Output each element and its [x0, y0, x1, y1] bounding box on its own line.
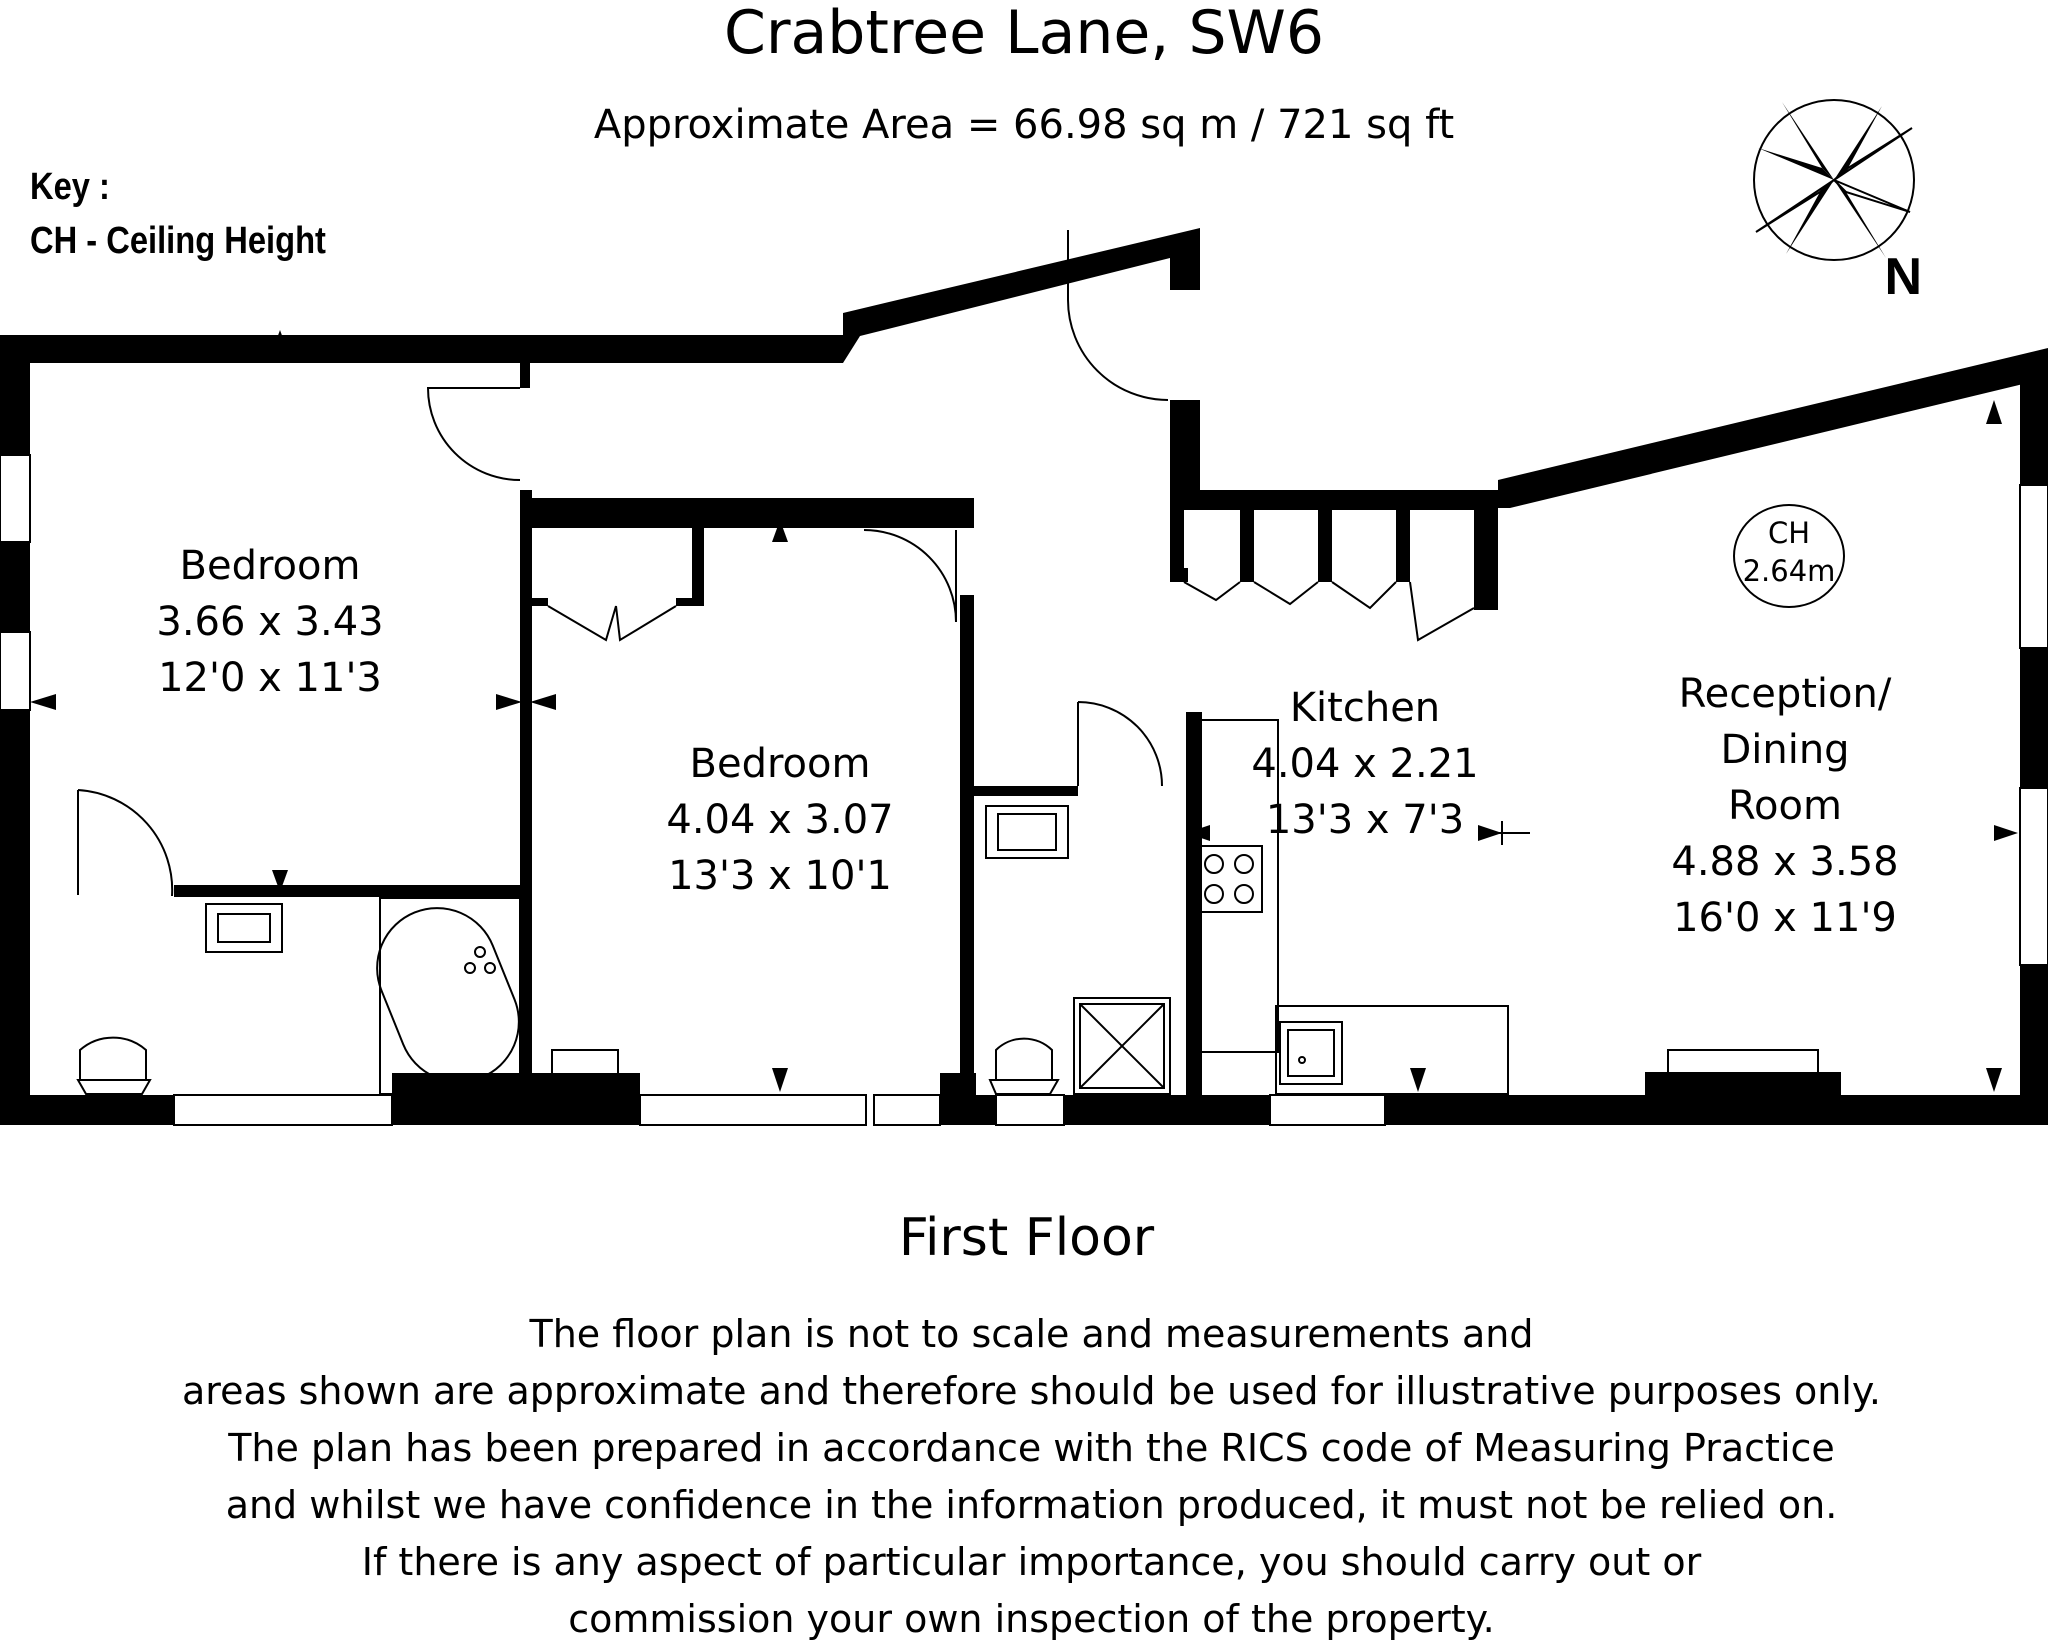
interior-walls	[174, 363, 1498, 1120]
north-compass-icon: N	[1753, 99, 1922, 298]
door-swings	[77, 230, 1475, 897]
room-imperial: 16'0 x 11'9	[1673, 895, 1897, 941]
basin-icon	[205, 903, 283, 953]
fixtures	[76, 719, 1819, 1095]
compass-north-label: N	[1884, 248, 1922, 298]
room-name: Kitchen	[1289, 685, 1441, 731]
room-reception-dining: Reception/ Dining Room 4.88 x 3.58 16'0 …	[1645, 666, 1925, 946]
disclaimer-line: The plan has been prepared in accordance…	[228, 1426, 1835, 1470]
room-name: Bedroom	[689, 741, 871, 787]
room-imperial: 12'0 x 11'3	[158, 655, 382, 701]
room-name-line-1: Reception/	[1678, 671, 1892, 717]
disclaimer-line: and whilst we have confidence in the inf…	[225, 1483, 1838, 1527]
window-openings	[0, 454, 2048, 1126]
disclaimer-line: If there is any aspect of particular imp…	[361, 1540, 1702, 1584]
bath-icon	[376, 907, 520, 1083]
room-metric: 4.04 x 2.21	[1251, 741, 1479, 787]
room-metric: 4.88 x 3.58	[1671, 839, 1899, 885]
room-imperial: 13'3 x 7'3	[1265, 797, 1465, 843]
basin-icon	[985, 805, 1069, 859]
room-name-line-2: Dining	[1720, 727, 1850, 773]
room-kitchen: Kitchen 4.04 x 2.21 13'3 x 7'3	[1225, 680, 1505, 848]
toilet-icon	[988, 1037, 1060, 1095]
key-legend: Key : CH - Ceiling Height	[30, 160, 326, 268]
measurement-arrow-stems	[1478, 821, 1530, 845]
room-name-line-3: Room	[1728, 783, 1842, 829]
page-title: Crabtree Lane, SW6	[723, 0, 1325, 68]
disclaimer-line: areas shown are approximate and therefor…	[182, 1369, 1881, 1413]
disclaimer: The floor plan is not to scale and measu…	[0, 1306, 2048, 1648]
measurement-arrows	[30, 330, 2018, 1092]
outer-walls	[0, 228, 2048, 1125]
room-imperial: 13'3 x 10'1	[668, 853, 892, 899]
key-heading: Key :	[30, 166, 110, 208]
shower-icon	[1073, 997, 1171, 1095]
ceiling-height-label: CH	[1767, 516, 1811, 550]
approximate-area: Approximate Area = 66.98 sq m / 721 sq f…	[593, 102, 1455, 148]
ceiling-height-value: 2.64m	[1742, 554, 1836, 588]
room-bedroom-1: Bedroom 3.66 x 3.43 12'0 x 11'3	[130, 538, 410, 706]
key-entry-ceiling-height: CH - Ceiling Height	[30, 220, 326, 262]
sink-icon	[1279, 1021, 1343, 1085]
floor-plan	[0, 228, 2048, 1126]
floor-label: First Floor	[898, 1208, 1155, 1268]
room-bedroom-2: Bedroom 4.04 x 3.07 13'3 x 10'1	[640, 736, 920, 904]
disclaimer-line: commission your own inspection of the pr…	[568, 1597, 1495, 1641]
hob-icon	[1195, 845, 1263, 913]
room-name: Bedroom	[179, 543, 361, 589]
room-metric: 3.66 x 3.43	[156, 599, 384, 645]
ceiling-height-badge: CH 2.64m	[1733, 504, 1845, 608]
toilet-icon	[76, 1036, 152, 1095]
disclaimer-line: The floor plan is not to scale and measu…	[529, 1312, 1534, 1356]
room-metric: 4.04 x 3.07	[666, 797, 894, 843]
